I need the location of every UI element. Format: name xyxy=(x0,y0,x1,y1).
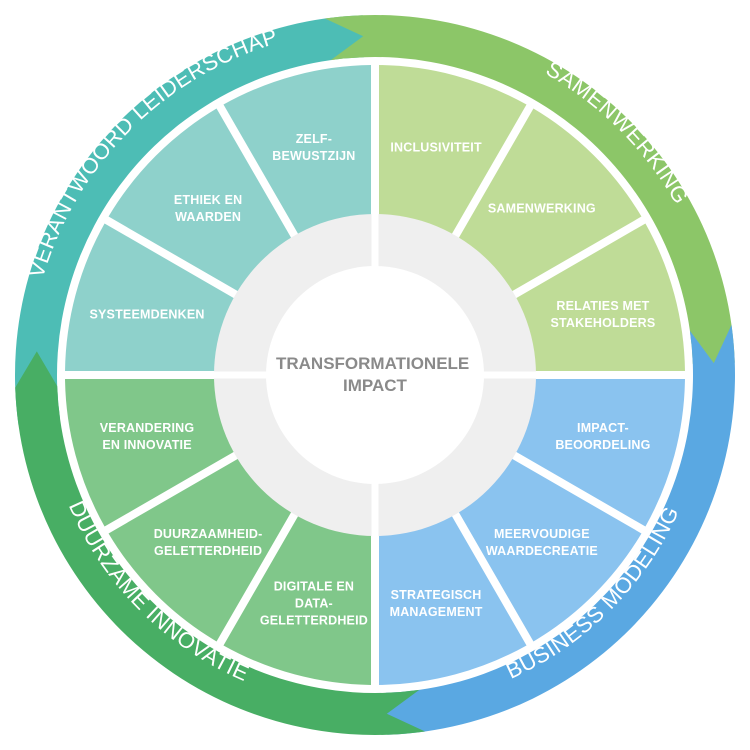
segment-business-2 xyxy=(457,457,642,642)
segment-innovatie-2 xyxy=(108,457,293,642)
segment-label-leiderschap-3: ZELF- BEWUSTZIJN xyxy=(272,132,355,163)
segment-leiderschap-2 xyxy=(108,108,293,293)
center-hub xyxy=(212,212,538,538)
center-title: TRANSFORMATIONELE IMPACT xyxy=(276,354,474,395)
segment-label-line: ZELF- xyxy=(296,132,332,146)
segment-label-line: GELETTERDHEID xyxy=(154,544,262,558)
outer-ring xyxy=(15,14,735,735)
ring-arrow-innovatie xyxy=(15,351,426,735)
segment-label-line: DATA- xyxy=(295,596,333,610)
segment-label-line: BEOORDELING xyxy=(555,438,650,452)
segment-label-samenwerking-1: INCLUSIVITEIT xyxy=(390,141,482,155)
segment-business-1 xyxy=(513,378,685,527)
segment-innovatie-1 xyxy=(223,513,372,685)
segment-label-line: DUURZAAMHEID- xyxy=(154,527,263,541)
center-title-line-1: TRANSFORMATIONELE xyxy=(276,354,469,373)
segment-business-3 xyxy=(378,513,527,685)
segment-samenwerking-3 xyxy=(513,223,685,372)
segment-label-leiderschap-2: ETHIEK EN WAARDEN xyxy=(174,193,242,224)
segment-label-line: STRATEGISCH xyxy=(391,588,482,602)
segment-label-leiderschap-1: SYSTEEMDENKEN xyxy=(89,307,204,321)
segment-label-line: ETHIEK EN xyxy=(174,193,242,207)
segment-innovatie-3 xyxy=(65,378,237,527)
segment-label-business-2: MEERVOUDIGE WAARDECREATIE xyxy=(486,527,598,558)
segment-label-line: STAKEHOLDERS xyxy=(550,316,655,330)
segment-label-line: DIGITALE EN xyxy=(274,579,354,593)
segments xyxy=(65,65,685,685)
segment-label-line: MANAGEMENT xyxy=(390,605,483,619)
segment-label-line: IMPACT- xyxy=(577,421,629,435)
segment-leiderschap-3 xyxy=(223,65,372,237)
segment-samenwerking-1 xyxy=(378,65,527,237)
segment-labels: SYSTEEMDENKEN ETHIEK EN WAARDEN ZELF- BEWUST… xyxy=(89,132,655,627)
segment-label-line: EN INNOVATIE xyxy=(102,438,191,452)
segment-label-line: BEWUSTZIJN xyxy=(272,149,355,163)
center-title-line-2: IMPACT xyxy=(343,376,408,395)
segment-label-line: WAARDEN xyxy=(175,210,241,224)
segment-leiderschap-1 xyxy=(65,223,237,372)
segment-label-business-1: IMPACT- BEOORDELING xyxy=(555,421,650,452)
segment-label-innovatie-2: DUURZAAMHEID- GELETTERDHEID xyxy=(154,527,263,558)
segment-label-line: MEERVOUDIGE xyxy=(494,527,590,541)
segment-label-line: INCLUSIVITEIT xyxy=(390,141,482,155)
segment-label-samenwerking-2: SAMENWERKING xyxy=(488,202,596,216)
segment-label-line: VERANDERING xyxy=(100,421,195,435)
hub-core xyxy=(266,266,484,484)
segment-label-line: GELETTERDHEID xyxy=(260,613,368,627)
segment-label-line: RELATIES MET xyxy=(556,299,649,313)
segment-label-line: SAMENWERKING xyxy=(488,202,596,216)
segment-label-line: WAARDECREATIE xyxy=(486,544,598,558)
segment-samenwerking-2 xyxy=(457,108,642,293)
segment-label-line: SYSTEEMDENKEN xyxy=(89,307,204,321)
segment-label-innovatie-3: VERANDERING EN INNOVATIE xyxy=(100,421,195,452)
segment-label-samenwerking-3: RELATIES MET STAKEHOLDERS xyxy=(550,299,655,330)
segment-label-business-3: STRATEGISCH MANAGEMENT xyxy=(390,588,483,619)
segment-label-innovatie-1: DIGITALE EN DATA- GELETTERDHEID xyxy=(260,579,368,627)
